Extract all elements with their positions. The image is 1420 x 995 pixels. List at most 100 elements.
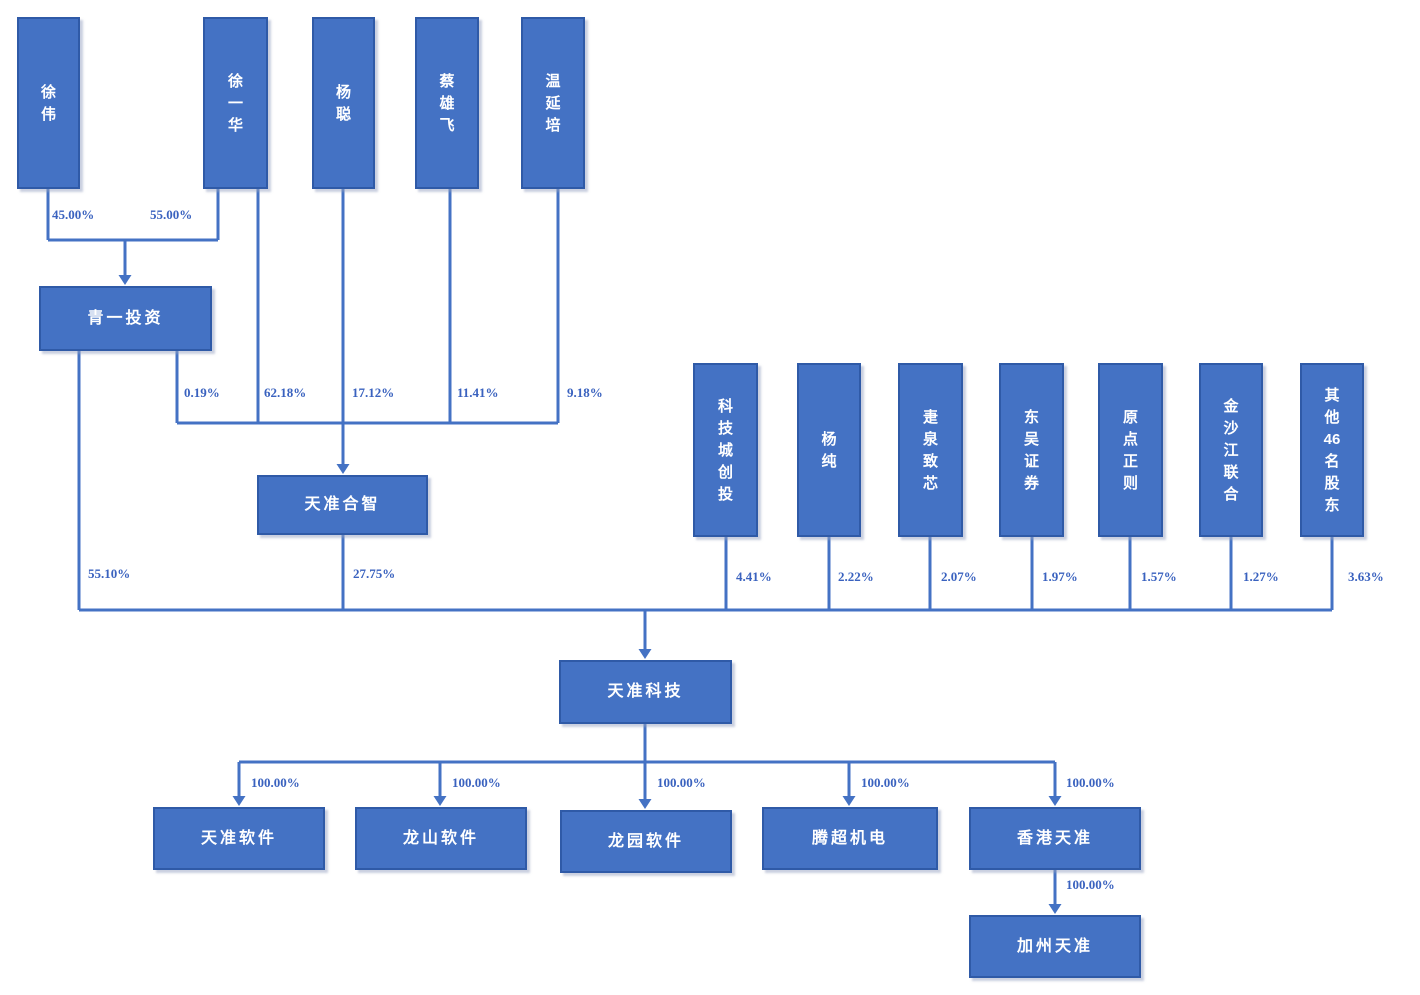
node-xianggang-tianzhun: 香港天准 [969, 807, 1141, 870]
node-label-char: 沙 [1223, 419, 1239, 437]
node-label: 徐伟 [41, 85, 56, 122]
node-label-char: 东 [1324, 496, 1340, 514]
ownership-percentage-label: 27.75% [353, 566, 396, 581]
node-label-char: 科 [717, 397, 733, 415]
node-label-char: 金 [1223, 397, 1239, 415]
ownership-percentage-label: 17.12% [352, 385, 395, 400]
node-label-char: 46 [1323, 430, 1341, 448]
node-label-char: 徐 [40, 83, 56, 101]
arrowhead-down-icon [638, 799, 652, 809]
node-label-char: 杨 [335, 83, 351, 101]
node-jinshajiang-lianhe: 金沙江联合 [1199, 363, 1263, 537]
node-label: 天准软件 [200, 829, 277, 847]
ownership-percentage-label: 45.00% [52, 207, 95, 222]
ownership-percentage-label: 2.07% [941, 569, 977, 584]
ownership-percentage-label: 62.18% [264, 385, 307, 400]
node-label: 科技城创投 [718, 399, 733, 502]
node-label: 加州天准 [1016, 937, 1093, 955]
node-label-char: 证 [1023, 452, 1039, 470]
node-yang-chun: 杨纯 [797, 363, 861, 537]
node-cai-xiongfei: 蔡雄飞 [415, 17, 479, 189]
node-label-char: 联 [1223, 463, 1239, 481]
ownership-percentage-label: 1.57% [1141, 569, 1177, 584]
node-label-char: 原 [1122, 408, 1138, 426]
node-label-char: 飞 [439, 116, 455, 134]
ownership-percentage-label: 100.00% [657, 775, 706, 790]
arrowhead-down-icon [842, 796, 856, 806]
node-label-char: 技 [717, 419, 733, 437]
node-label: 香港天准 [1016, 829, 1093, 847]
ownership-percentage-label: 55.10% [88, 566, 131, 581]
node-label-char: 培 [545, 116, 561, 134]
node-kejicheng-chuangtou: 科技城创投 [693, 363, 758, 537]
arrowhead-down-icon [1048, 904, 1062, 914]
node-dongwu-zhengquan: 东吴证券 [999, 363, 1064, 537]
node-label-char: 合 [1223, 485, 1239, 503]
node-tianzhun-hezhi: 天准合智 [257, 475, 428, 535]
ownership-percentage-label: 11.41% [457, 385, 499, 400]
node-label-char: 致 [922, 452, 938, 470]
node-label-char: 蔡 [439, 72, 455, 90]
ownership-percentage-label: 100.00% [1066, 877, 1115, 892]
node-tengchao-jidian: 腾超机电 [762, 807, 938, 870]
node-label-char: 徐 [227, 72, 243, 90]
node-tianzhun-keji: 天准科技 [559, 660, 732, 724]
node-label: 杨聪 [336, 85, 351, 122]
node-label-char: 东 [1023, 408, 1039, 426]
node-longshan-ruanjian: 龙山软件 [355, 807, 527, 870]
node-label: 青一投资 [87, 309, 164, 327]
node-jiequan-zhixin: 疌泉致芯 [898, 363, 963, 537]
node-label-char: 聪 [335, 105, 351, 123]
node-yang-cong: 杨聪 [312, 17, 375, 189]
node-label-char: 投 [717, 485, 733, 503]
node-xu-wei: 徐伟 [17, 17, 80, 189]
ownership-percentage-label: 100.00% [251, 775, 300, 790]
node-label: 东吴证券 [1024, 410, 1039, 491]
node-label-char: 伟 [40, 105, 56, 123]
arrowhead-down-icon [638, 649, 652, 659]
ownership-percentage-label: 2.22% [838, 569, 874, 584]
node-label-char: 他 [1324, 408, 1340, 426]
node-label-char: 名 [1324, 452, 1340, 470]
ownership-percentage-label: 55.00% [150, 207, 193, 222]
node-label-char: 雄 [439, 94, 455, 112]
node-jiazhou-tianzhun: 加州天准 [969, 915, 1141, 978]
ownership-percentage-label: 9.18% [567, 385, 603, 400]
node-label-char: 疌 [922, 408, 938, 426]
node-label: 天准合智 [304, 496, 381, 513]
node-yuandian-zhengze: 原点正则 [1098, 363, 1163, 537]
node-label: 龙园软件 [607, 832, 684, 850]
node-label-char: 其 [1324, 386, 1340, 404]
node-label-char: 券 [1023, 474, 1039, 492]
ownership-percentage-label: 4.41% [736, 569, 772, 584]
node-label-char: 则 [1122, 474, 1138, 492]
node-longyuan-ruanjian: 龙园软件 [560, 810, 732, 873]
node-label: 龙山软件 [402, 829, 479, 847]
arrowhead-down-icon [232, 796, 246, 806]
node-label-char: 正 [1122, 452, 1138, 470]
node-tianzhun-ruanjian: 天准软件 [153, 807, 325, 870]
ownership-percentage-label: 3.63% [1348, 569, 1384, 584]
node-label: 天准科技 [607, 683, 684, 700]
node-label-char: 江 [1223, 441, 1239, 459]
node-label-char: 城 [717, 441, 733, 459]
node-label-char: 纯 [821, 452, 837, 470]
node-label-char: 吴 [1023, 430, 1039, 448]
node-label: 金沙江联合 [1223, 399, 1238, 502]
node-label: 腾超机电 [811, 829, 888, 847]
node-label-char: 温 [545, 72, 561, 90]
ownership-percentage-label: 100.00% [1066, 775, 1115, 790]
node-label: 蔡雄飞 [439, 74, 454, 133]
ownership-percentage-label: 1.27% [1243, 569, 1279, 584]
node-wen-yanpei: 温延培 [521, 17, 585, 189]
node-label: 徐一华 [228, 74, 243, 133]
arrowhead-down-icon [1048, 796, 1062, 806]
node-label: 疌泉致芯 [923, 410, 938, 491]
node-xu-yihua: 徐一华 [203, 17, 268, 189]
node-label-char: 延 [545, 94, 561, 112]
node-label-char: 点 [1122, 430, 1138, 448]
